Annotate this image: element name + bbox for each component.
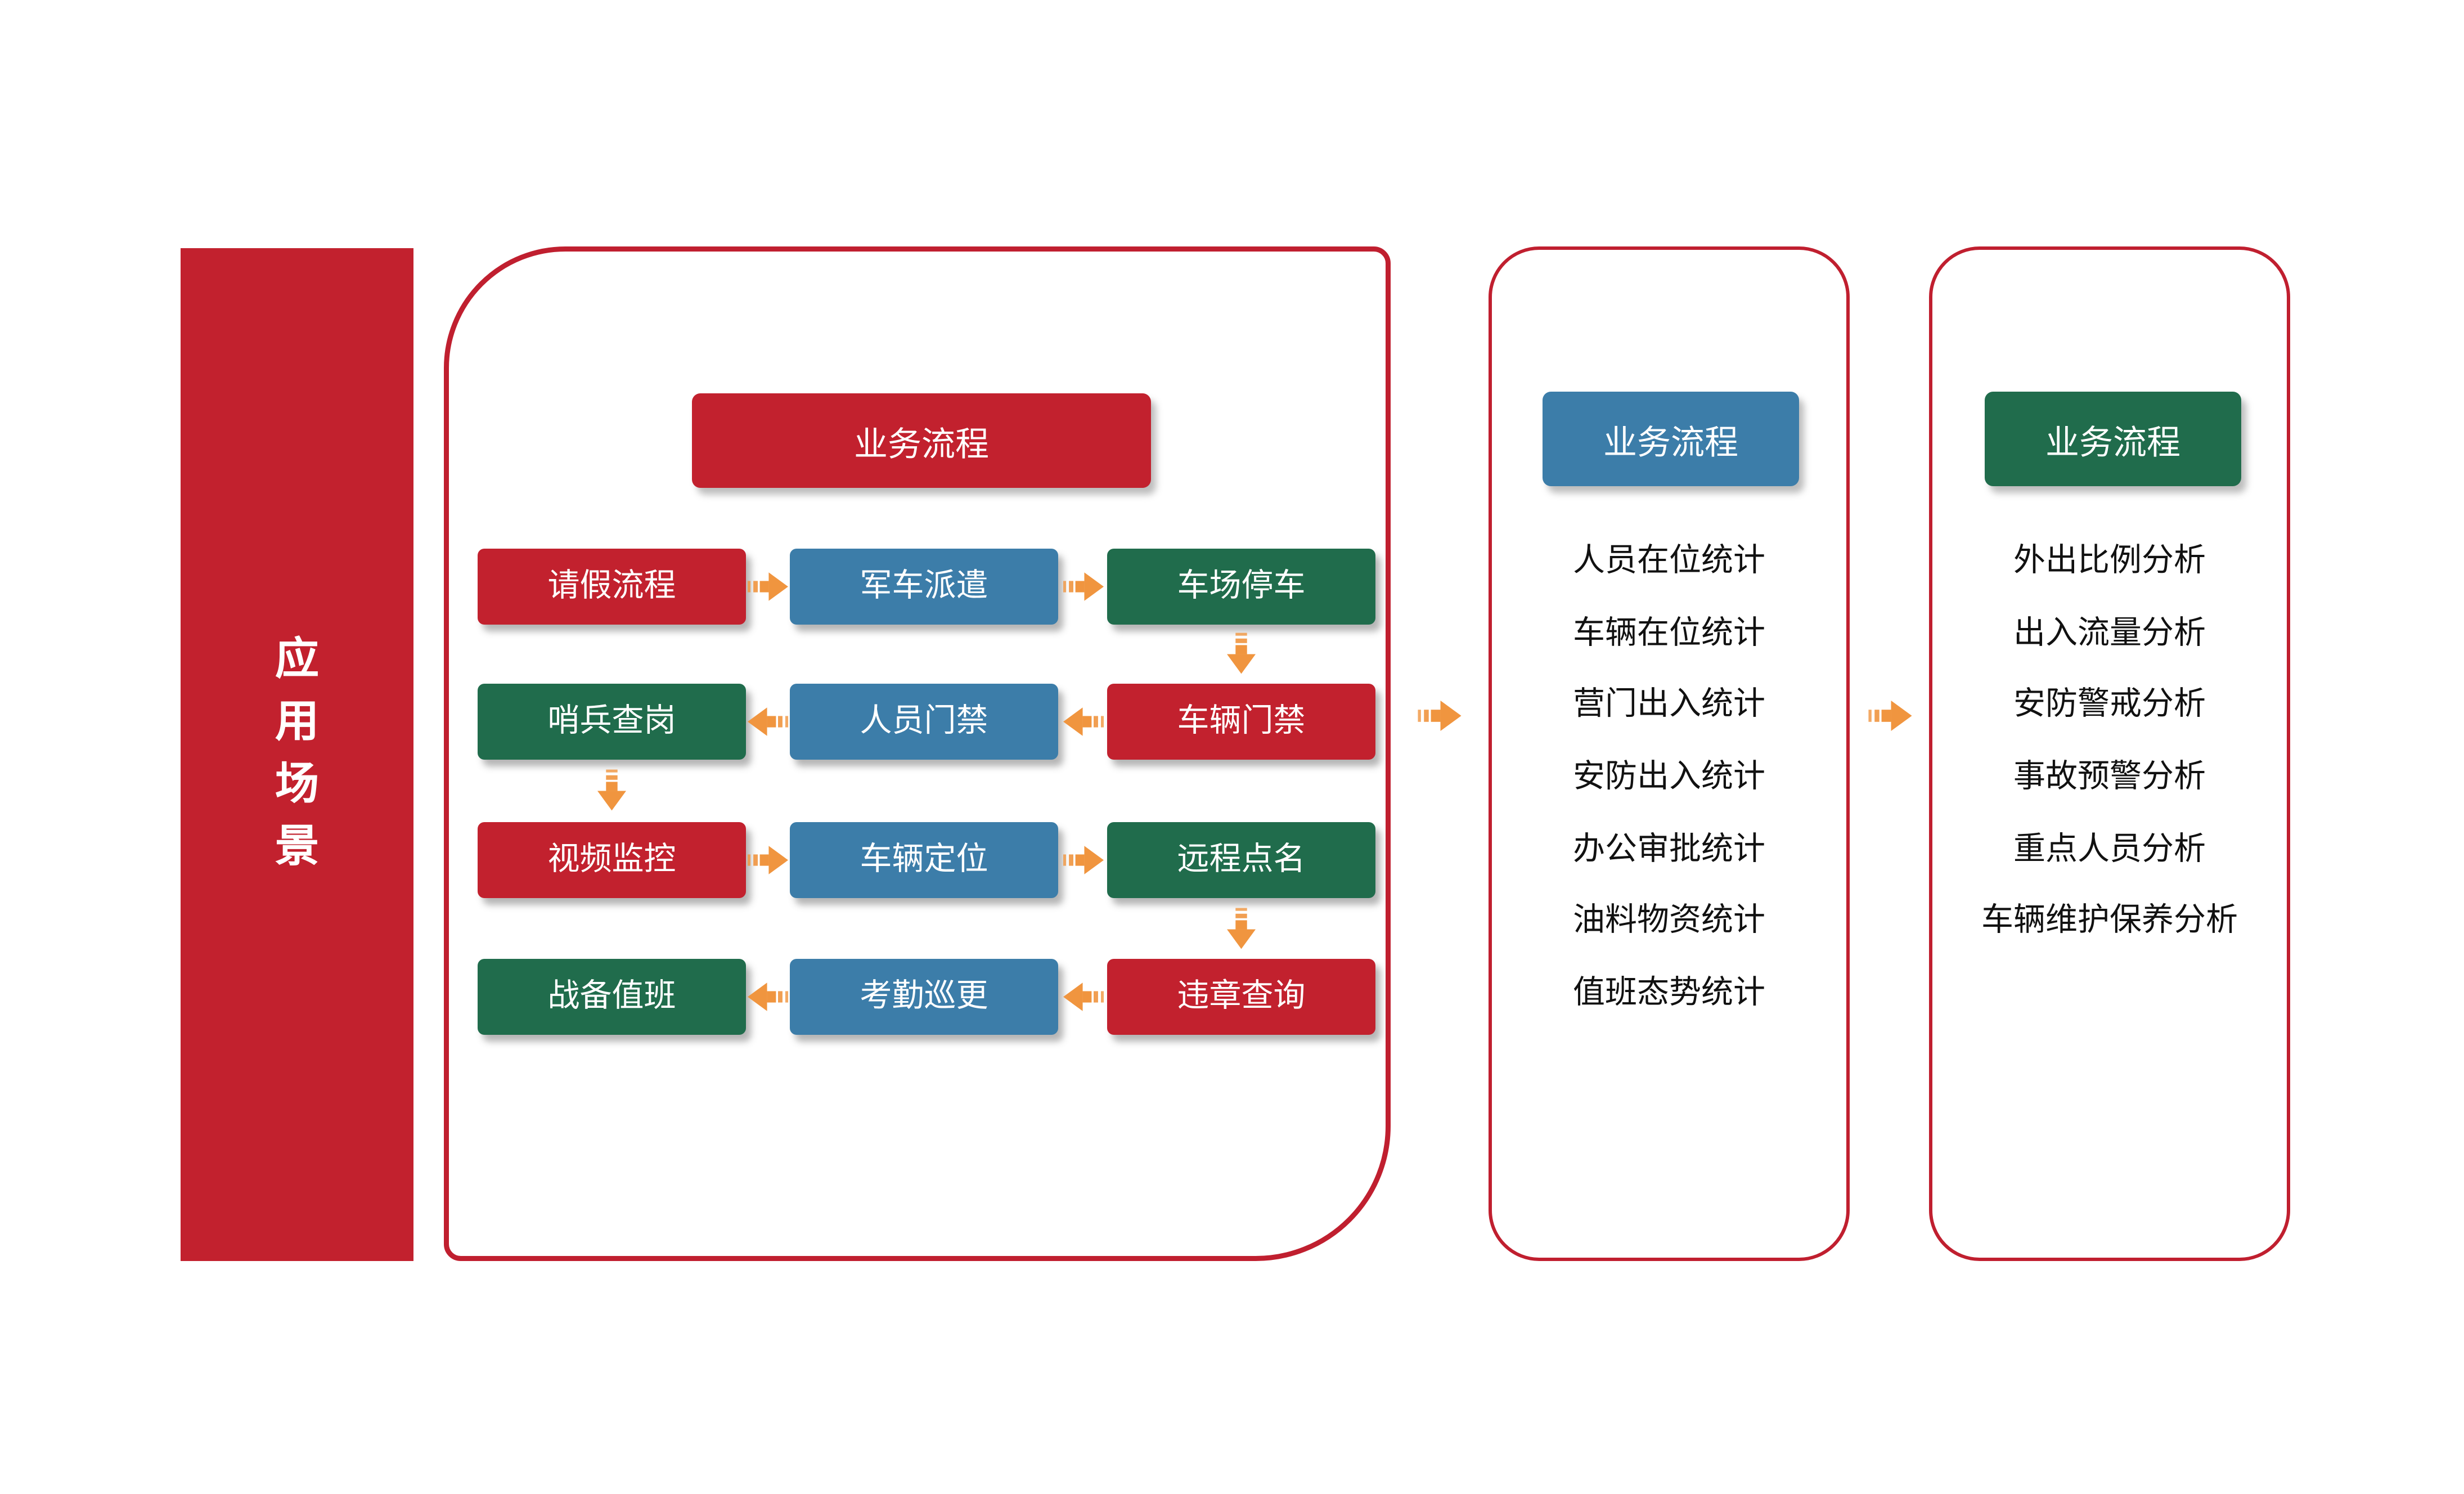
arrow-left-icon [1063, 707, 1104, 736]
flow-box-video-surveillance: 视频监控 [478, 822, 746, 898]
application-scenario-label: 应用场景 [275, 635, 319, 873]
list-item: 出入流量分析 [2013, 614, 2206, 652]
arrow-down-icon [1227, 631, 1256, 675]
flow-box-personnel-access: 人员门禁 [790, 684, 1058, 760]
flow-box-sentry-check: 哨兵查岗 [478, 684, 746, 760]
list-item: 营门出入统计 [1572, 686, 1765, 724]
list-item: 值班态势统计 [1572, 974, 1765, 1012]
list-item: 人员在位统计 [1572, 542, 1765, 579]
list-item: 事故预警分析 [2013, 758, 2206, 796]
analysis-panel-header: 业务流程 [1985, 392, 2241, 486]
arrow-right-icon [1063, 846, 1104, 874]
arrow-left-icon [748, 707, 788, 736]
flow-box-combat-duty: 战备值班 [478, 959, 746, 1035]
arrow-right-icon [1063, 572, 1104, 601]
flow-box-leave-process: 请假流程 [478, 549, 746, 625]
arrow-left-icon [1063, 982, 1104, 1011]
arrow-right-icon [748, 572, 788, 601]
flow-box-attendance-patrol: 考勤巡更 [790, 959, 1058, 1035]
arrow-right-icon [1418, 701, 1462, 731]
statistics-panel-header: 业务流程 [1543, 392, 1799, 486]
application-scenario-banner: 应用场景 [181, 248, 413, 1261]
list-item: 车辆在位统计 [1572, 614, 1765, 652]
arrow-down-icon [1227, 907, 1256, 950]
statistics-list: 人员在位统计 车辆在位统计 营门出入统计 安防出入统计 办公审批统计 油料物资统… [1492, 525, 1846, 1029]
arrow-down-icon [597, 768, 626, 812]
list-item: 办公审批统计 [1572, 830, 1765, 868]
arrow-right-icon [748, 846, 788, 874]
arrow-right-icon [1868, 701, 1912, 731]
business-process-header: 业务流程 [692, 393, 1151, 488]
flow-box-parking: 车场停车 [1107, 549, 1375, 625]
list-item: 安防出入统计 [1572, 758, 1765, 796]
flow-box-vehicle-positioning: 车辆定位 [790, 822, 1058, 898]
list-item: 重点人员分析 [2013, 830, 2206, 868]
list-item: 外出比例分析 [2013, 542, 2206, 579]
business-process-panel: 业务流程 请假流程 军车派遣 车场停车 哨兵查岗 人员门禁 车辆门禁 视频监控 … [444, 246, 1391, 1261]
list-item: 安防警戒分析 [2013, 686, 2206, 724]
flow-box-military-vehicle-dispatch: 军车派遣 [790, 549, 1058, 625]
analysis-panel: 业务流程 外出比例分析 出入流量分析 安防警戒分析 事故预警分析 重点人员分析 … [1929, 246, 2290, 1261]
flow-box-remote-roll-call: 远程点名 [1107, 822, 1375, 898]
statistics-panel: 业务流程 人员在位统计 车辆在位统计 营门出入统计 安防出入统计 办公审批统计 … [1489, 246, 1850, 1261]
list-item: 车辆维护保养分析 [1981, 902, 2238, 940]
flow-box-vehicle-access: 车辆门禁 [1107, 684, 1375, 760]
list-item: 油料物资统计 [1572, 902, 1765, 940]
flow-box-violation-query: 违章查询 [1107, 959, 1375, 1035]
analysis-list: 外出比例分析 出入流量分析 安防警戒分析 事故预警分析 重点人员分析 车辆维护保… [1932, 525, 2287, 957]
arrow-left-icon [748, 982, 788, 1011]
